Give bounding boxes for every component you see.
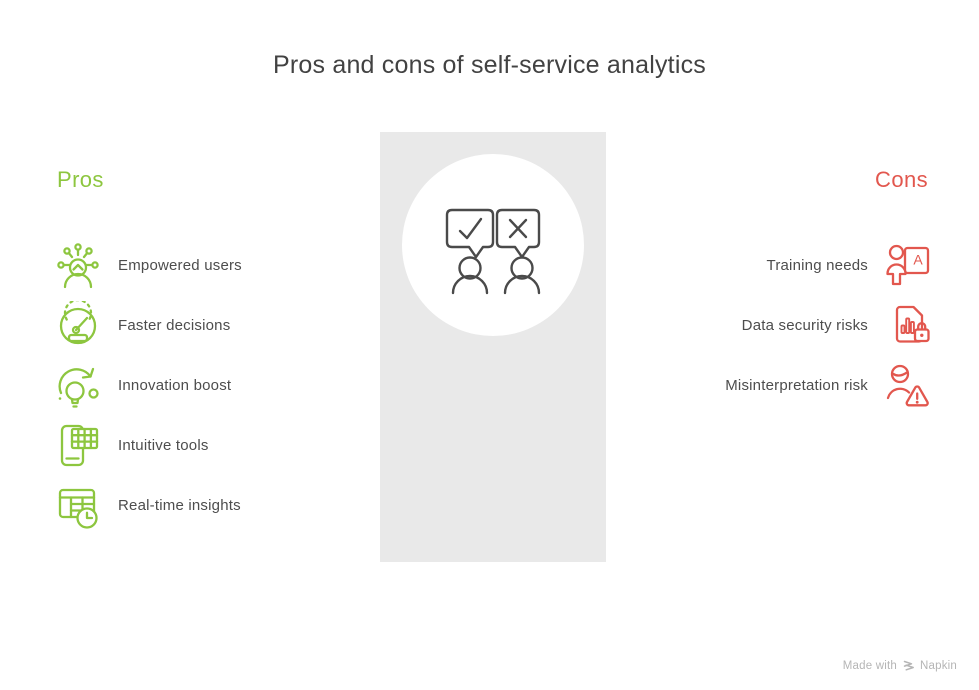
- made-with-napkin-credit: Made with Napkin: [843, 659, 957, 672]
- trainer-board-icon: A: [884, 241, 932, 289]
- napkin-logo-icon: [902, 659, 915, 672]
- empowered-users-icon: [54, 241, 102, 289]
- person-icon: [503, 256, 541, 295]
- pros-heading: Pros: [57, 167, 104, 192]
- list-item: Empowered users: [54, 241, 242, 289]
- made-with-text: Made with: [842, 659, 897, 672]
- page-title: Pros and cons of self-service analytics: [273, 51, 706, 79]
- center-panel: [380, 132, 606, 562]
- list-item: Faster decisions: [54, 301, 230, 349]
- center-illustration: [402, 154, 584, 336]
- pros-item-label: Real-time insights: [118, 496, 241, 514]
- check-speech-bubble-icon: [445, 208, 495, 259]
- person-icon: [451, 256, 489, 295]
- x-speech-bubble-icon: [495, 208, 541, 259]
- list-item: Intuitive tools: [54, 421, 209, 469]
- phone-spreadsheet-icon: [54, 421, 102, 469]
- pros-item-label: Empowered users: [118, 256, 242, 274]
- pros-item-label: Innovation boost: [118, 376, 232, 394]
- cons-item-label: Data security risks: [741, 316, 868, 334]
- list-item: Data security risks: [742, 301, 932, 349]
- list-item: Misinterpretation risk: [725, 361, 932, 409]
- person-warning-icon: [884, 361, 932, 409]
- cons-heading: Cons: [875, 167, 928, 192]
- speedometer-icon: [54, 301, 102, 349]
- board-letter: A: [913, 252, 923, 268]
- cons-item-label: Misinterpretation risk: [725, 376, 868, 394]
- lightbulb-refresh-icon: [54, 361, 102, 409]
- pros-item-label: Faster decisions: [118, 316, 231, 334]
- list-item: Innovation boost: [54, 361, 231, 409]
- brand-text: Napkin: [920, 659, 957, 672]
- document-lock-icon: [884, 301, 932, 349]
- list-item: Training needs A: [767, 241, 932, 289]
- list-item: Real-time insights: [54, 481, 241, 529]
- pros-item-label: Intuitive tools: [118, 436, 209, 454]
- table-clock-icon: [54, 481, 102, 529]
- cons-item-label: Training needs: [766, 256, 868, 274]
